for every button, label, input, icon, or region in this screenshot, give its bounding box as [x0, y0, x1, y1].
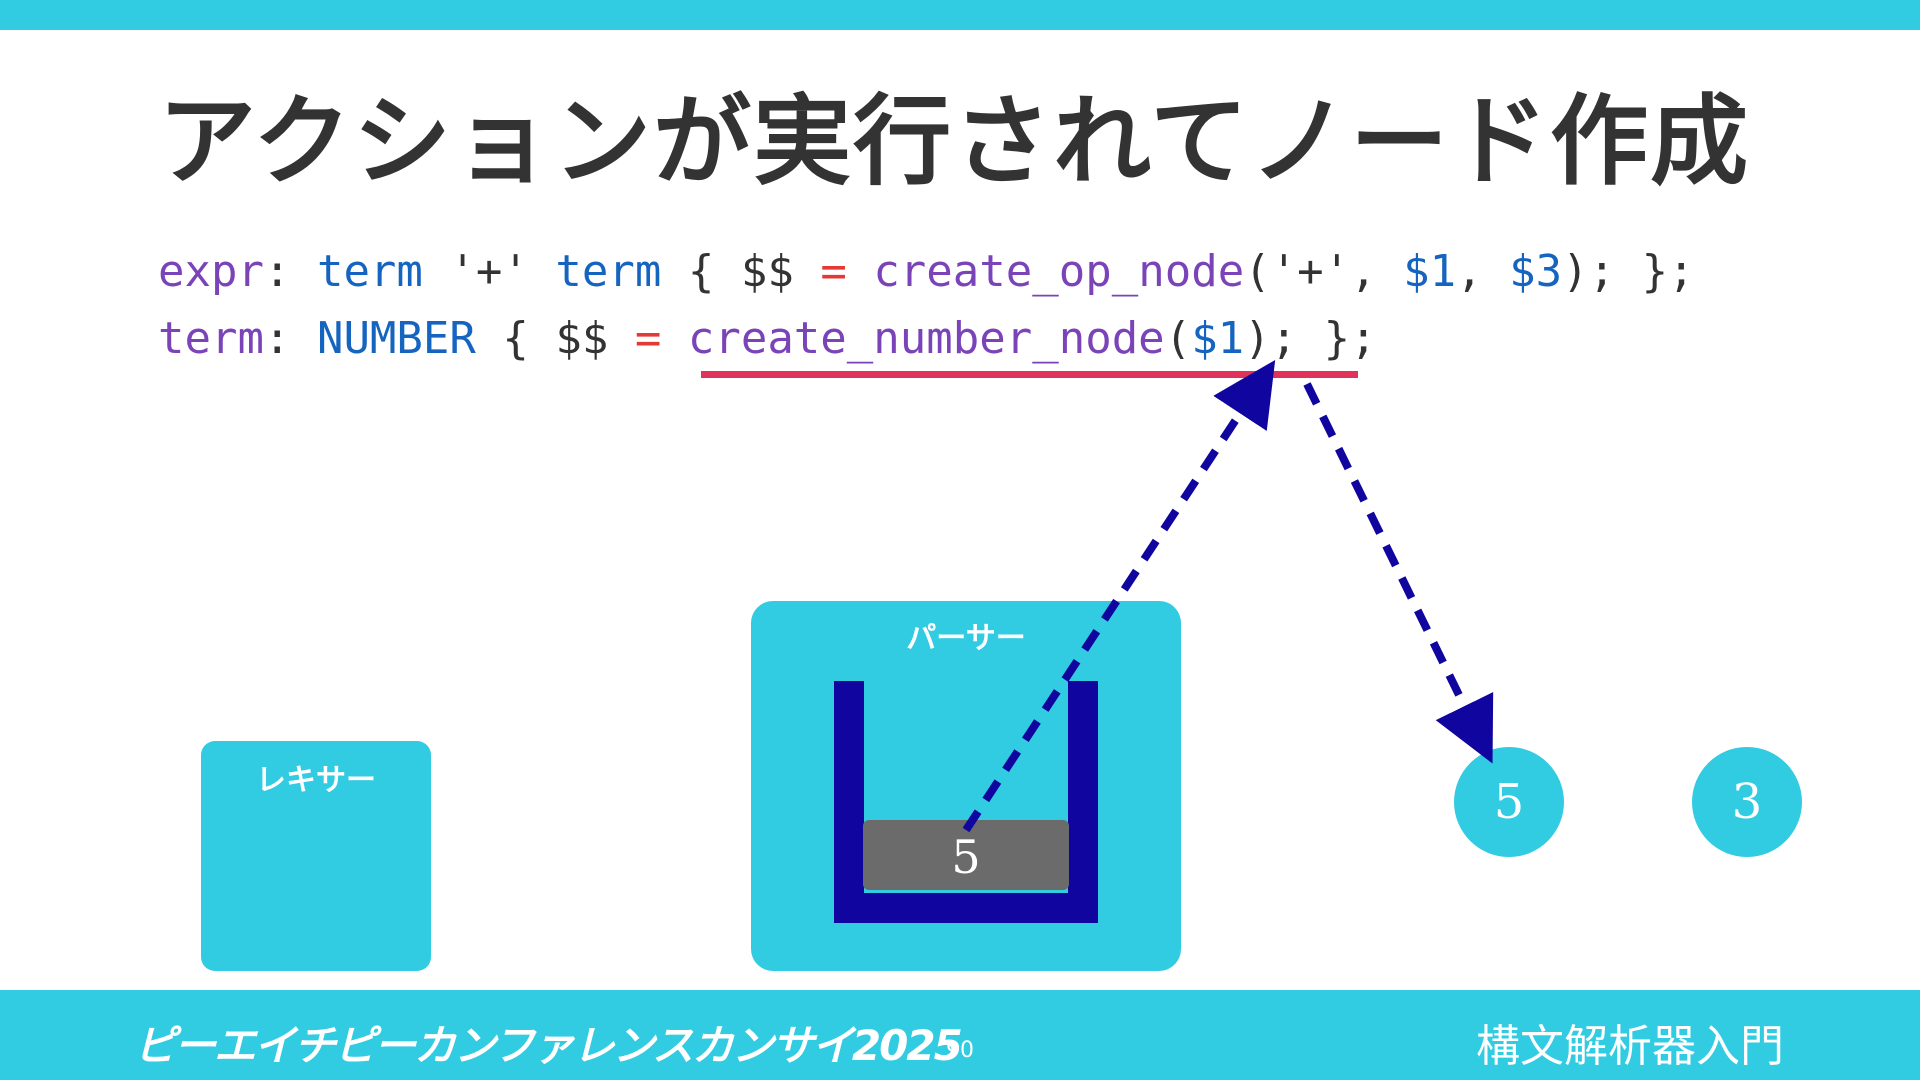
lexer-label: レキサー — [256, 763, 376, 798]
code-rule-name: expr — [158, 246, 264, 297]
code-assign: = — [634, 313, 662, 364]
code-action-open: { $$ — [661, 246, 821, 297]
talk-title: 構文解析器入門 — [1476, 1021, 1784, 1072]
code-colon: : — [263, 313, 317, 364]
arrow-action-to-node — [1303, 382, 1494, 764]
code-function: create_op_node — [846, 246, 1245, 297]
highlight-underline — [701, 371, 1358, 378]
stack-wall-right — [1068, 681, 1098, 923]
code-action-close: ); }; — [1244, 313, 1377, 364]
ast-node: 5 — [1454, 747, 1564, 857]
code-args-open: ('+', — [1244, 246, 1404, 297]
code-action-close: ); }; — [1562, 246, 1695, 297]
code-line-expr: expr: term '+' term { $$ = create_op_nod… — [158, 246, 1695, 297]
footer-bar — [0, 990, 1920, 1080]
top-accent-bar — [0, 0, 1920, 30]
slide-title: アクションが実行されてノード作成 — [158, 84, 1751, 199]
conference-name: ピーエイチピーカンファレンスカンサイ2025 — [134, 1021, 963, 1070]
code-token: NUMBER — [316, 313, 476, 364]
code-function: create_number_node — [661, 313, 1165, 364]
lexer-box: レキサー — [201, 741, 431, 971]
code-assign: = — [820, 246, 847, 297]
stack-item: 5 — [863, 820, 1069, 890]
page-number: 90 — [946, 1038, 974, 1063]
code-term: term — [555, 246, 662, 297]
code-term: term — [316, 246, 423, 297]
code-arg: $3 — [1509, 246, 1563, 297]
code-paren: ( — [1164, 313, 1192, 364]
code-literal: '+' — [449, 246, 529, 297]
code-colon: : — [263, 246, 317, 297]
parser-label: パーサー — [906, 621, 1026, 656]
code-action-open: { $$ — [475, 313, 635, 364]
code-arg: $1 — [1191, 313, 1245, 364]
code-comma: , — [1456, 246, 1510, 297]
ast-node: 3 — [1692, 747, 1802, 857]
code-line-term: term: NUMBER { $$ = create_number_node($… — [158, 313, 1377, 364]
arrow-stack-to-action — [962, 359, 1276, 833]
stack-floor — [834, 893, 1098, 923]
code-rule-name: term — [158, 313, 264, 364]
code-arg: $1 — [1403, 246, 1457, 297]
stack-wall-left — [834, 681, 864, 923]
